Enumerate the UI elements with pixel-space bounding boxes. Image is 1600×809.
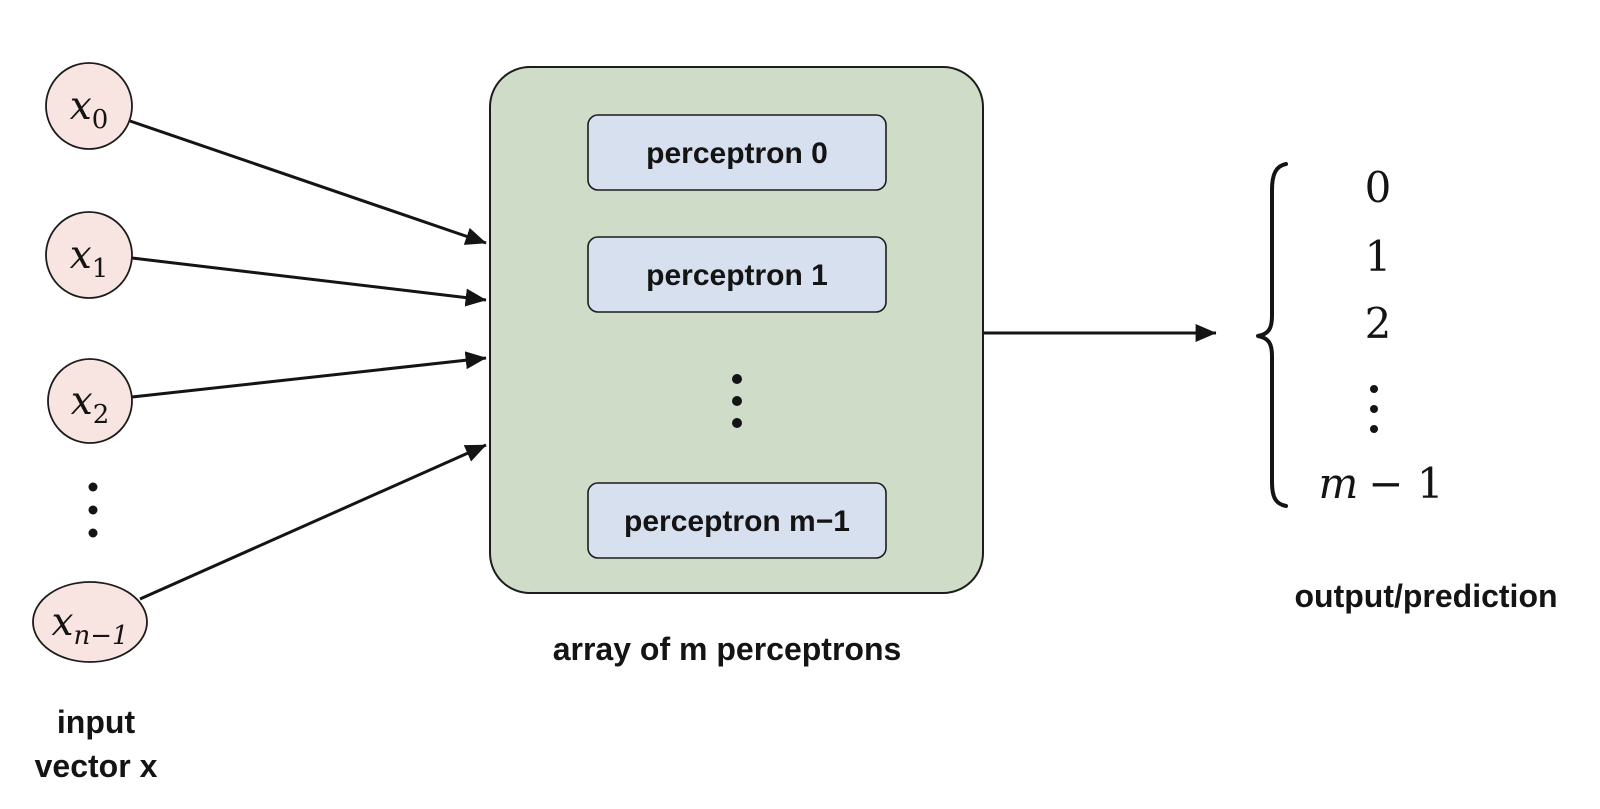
input-ellipsis-dot [88, 505, 98, 515]
output-caption: output/prediction [1294, 578, 1557, 614]
input-nodes: x0 x1 x2 xn−1 input vector x [32, 62, 158, 784]
input-node-label-x2: x2 [71, 379, 110, 430]
input-node-circle-x1 [45, 211, 133, 299]
output-value-0: 0 [1365, 163, 1392, 212]
perceptron-box-0-label: perceptron 0 [646, 137, 828, 170]
perceptron-array: perceptron 0 perceptron 1 perceptron m−1… [489, 66, 984, 667]
input-ellipsis [88, 482, 98, 538]
perceptron-box-m1-label: perceptron m−1 [624, 505, 850, 538]
output-value-2: 2 [1365, 299, 1392, 348]
perceptron-ellipsis-dot [732, 418, 742, 428]
arrow-xn1-to-array [139, 443, 487, 601]
input-node-x2: x2 [47, 358, 133, 444]
input-node-label-xn1: xn−1 [51, 600, 128, 651]
input-ellipsis-dot [88, 528, 98, 538]
output-ellipsis-dot [1370, 405, 1378, 413]
arrow-x2-to-array [131, 351, 487, 399]
input-vector-label-line1: input [57, 704, 136, 740]
input-ellipsis-dot [88, 482, 98, 492]
arrow-x0-to-array [129, 119, 487, 245]
output-value-1: 1 [1365, 232, 1392, 281]
output-ellipsis-dot [1370, 425, 1378, 433]
input-node-label-x1: x1 [70, 233, 109, 284]
arrow-x1-to-array [131, 256, 487, 307]
output-ellipsis [1370, 385, 1378, 433]
input-vector-label-line2: vector x [35, 748, 158, 784]
input-node-x1: x1 [45, 211, 133, 299]
input-node-ellipse-xn1 [32, 581, 148, 663]
perceptron-box-1: perceptron 1 [587, 236, 887, 313]
perceptron-array-container [489, 66, 984, 594]
perceptron-box-m1-rect [587, 482, 887, 559]
input-node-x0: x0 [45, 62, 133, 150]
output-value-m1: m− 1 [1318, 459, 1443, 508]
input-to-array-arrows [129, 119, 487, 601]
perceptron-ellipsis [732, 374, 742, 428]
input-node-circle-x2 [47, 358, 133, 444]
perceptron-ellipsis-dot [732, 396, 742, 406]
input-node-label-x0: x0 [70, 84, 109, 135]
perceptron-box-1-rect [587, 236, 887, 313]
output-brace [1256, 162, 1288, 508]
output-section: 0 1 2 m− 1 output/prediction [1256, 162, 1558, 614]
input-node-circle-x0 [45, 62, 133, 150]
perceptron-ellipsis-dot [732, 374, 742, 384]
perceptron-box-0-rect [587, 114, 887, 191]
perceptron-box-1-label: perceptron 1 [646, 259, 828, 292]
perceptron-box-0: perceptron 0 [587, 114, 887, 191]
perceptron-array-caption: array of m perceptrons [553, 631, 902, 667]
perceptron-box-m1: perceptron m−1 [587, 482, 887, 559]
input-node-xn1: xn−1 [32, 581, 148, 663]
output-ellipsis-dot [1370, 385, 1378, 393]
